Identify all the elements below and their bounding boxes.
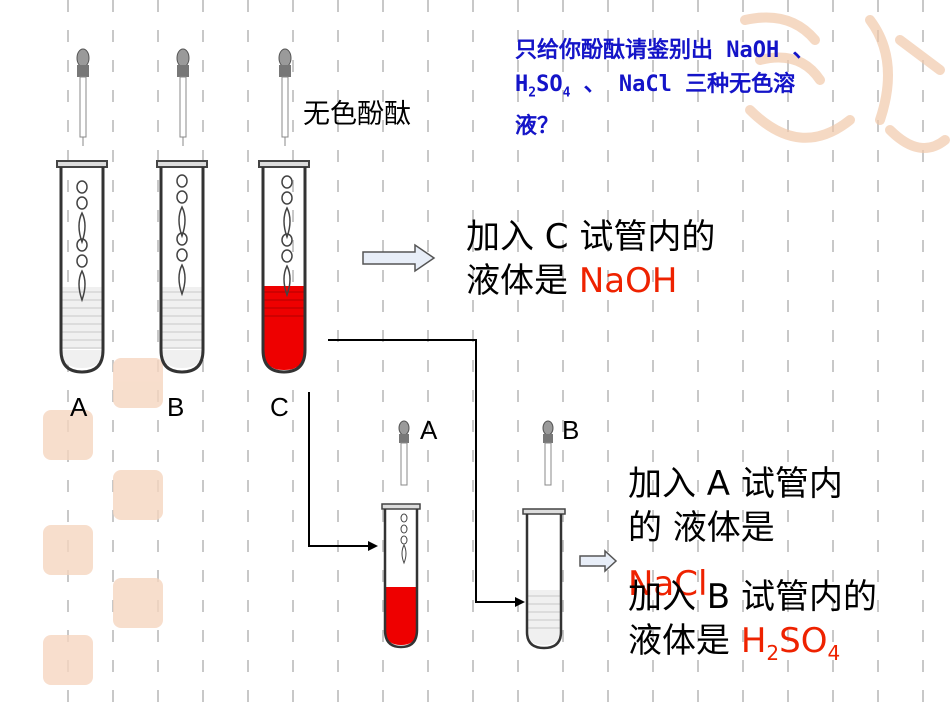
tube-label-b: B <box>167 392 185 422</box>
test-tube-b2 <box>522 508 566 650</box>
test-tube-a <box>56 160 108 374</box>
test-tube-c <box>258 160 310 374</box>
result-b: 加入 B 试管内的 液体是 H2SO4 <box>628 575 877 675</box>
arrow-ab-result <box>579 549 618 573</box>
test-tube-b <box>156 160 208 374</box>
tube-label-b2: B <box>562 415 580 445</box>
watermark-corner <box>740 12 950 153</box>
result-a: 加入 A 试管内 的 液体是 <box>628 462 843 550</box>
result-c-line-1: 加入 C 试管内的 <box>466 217 716 257</box>
flow-line-to-a <box>308 392 368 547</box>
result-b-line-2: 液体是 H2SO4 <box>628 621 841 665</box>
watermark-seals <box>43 358 163 685</box>
arrow-c-result <box>362 243 436 273</box>
result-a-value: NaCl <box>628 564 708 604</box>
question-line-3: 液？ <box>515 114 560 140</box>
tube-label-c: C <box>270 392 289 422</box>
question-line-2: H2SO4 、 NaCl 三种无色溶 <box>515 72 796 101</box>
tube-label-a: A <box>70 392 88 422</box>
result-c: 加入 C 试管内的 液体是 NaOH <box>466 215 715 303</box>
question-line-1: 只给你酚酞请鉴别出 NaOH 、 <box>515 38 815 63</box>
tube-label-a2: A <box>420 415 438 445</box>
question-text: 只给你酚酞请鉴别出 NaOH 、 H2SO4 、 NaCl 三种无色溶 液？ <box>515 34 875 144</box>
result-b-line-1: 加入 B 试管内的 <box>628 577 877 617</box>
result-a-line-2: 的 液体是 <box>628 508 775 548</box>
result-c-value: NaOH <box>578 261 678 301</box>
dropper-b2 <box>542 420 554 486</box>
flow-line-to-b <box>328 339 515 603</box>
result-c-line-2: 液体是 NaOH <box>466 261 678 301</box>
dropper-b <box>176 48 190 147</box>
result-a-line-1: 加入 A 试管内 <box>628 464 843 504</box>
dropper-c <box>278 48 292 147</box>
dropper-a2 <box>398 420 410 486</box>
dropper-a <box>76 48 90 147</box>
result-b-value: H2SO4 <box>740 621 841 665</box>
test-tube-a2 <box>381 503 421 649</box>
indicator-label: 无色酚酞 <box>303 99 411 130</box>
